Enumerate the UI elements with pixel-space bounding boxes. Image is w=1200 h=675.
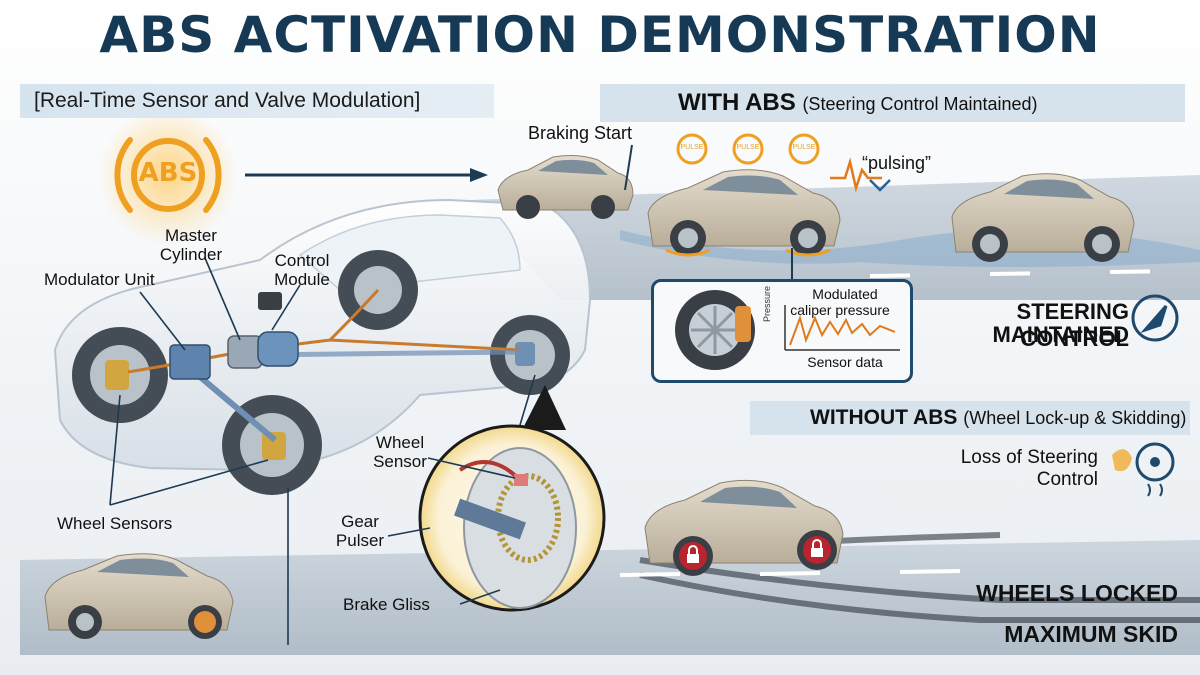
subtitle-left: [Real-Time Sensor and Valve Modulation] — [20, 84, 494, 118]
steering-result-1: STEERING CONTROL — [1016, 299, 1129, 351]
inset-wheel-front — [675, 290, 755, 370]
braking-start-leader — [624, 144, 633, 191]
car-bottom-left — [44, 553, 234, 639]
control-module-label-2: Module — [274, 270, 330, 289]
pulse-label-3: PULSE — [792, 144, 816, 151]
with-abs-label: WITH ABS — [678, 89, 796, 116]
abs-arrow-head — [470, 168, 488, 182]
abs-warning-icon — [114, 137, 222, 213]
inset-caption: Sensor data — [807, 354, 883, 370]
loss-steering-1: Loss of Steering — [960, 447, 1098, 468]
inset-title-1: Modulated — [812, 286, 878, 302]
loss-of-steering-icon — [1112, 442, 1175, 497]
wheel-sensor-label-2: Sensor — [373, 452, 427, 471]
car-skidding — [644, 479, 844, 576]
master-cylinder-label-2: Cylinder — [159, 245, 223, 264]
without-abs-heading: WITHOUT ABS (Wheel Lock-up & Skidding) — [750, 401, 1190, 435]
braking-start-label: Braking Start — [528, 123, 633, 143]
inset-axis-label: Pressure — [762, 285, 772, 322]
pulse-label-1: PULSE — [680, 144, 704, 151]
steering-maintained-icon — [1131, 294, 1179, 342]
pulsing-label: “pulsing” — [862, 153, 932, 173]
lower-road — [20, 540, 1200, 655]
pulse-label-2: PULSE — [736, 144, 760, 151]
main-car-cutaway — [53, 198, 592, 495]
gear-pulser-label-2: Pulser — [335, 531, 385, 550]
wheel-sensor-label-1: Wheel — [375, 433, 425, 452]
car-abs-steering — [951, 173, 1135, 262]
with-abs-sub: (Steering Control Maintained) — [802, 94, 1038, 114]
maximum-skid-label: MAXIMUM SKID — [1004, 621, 1178, 647]
pulse-icons — [676, 133, 820, 165]
without-abs-label: WITHOUT ABS — [810, 406, 958, 429]
pulse-wave — [830, 157, 882, 193]
upper-road-lane — [869, 269, 1181, 278]
wheels-locked-label: WHEELS LOCKED — [976, 580, 1178, 606]
abs-light-label: ABS — [138, 158, 198, 188]
brake-disc-label: Brake Gliss — [343, 595, 430, 614]
car-abs-pulsing — [647, 169, 841, 257]
sensor-detail — [454, 447, 577, 609]
steering-result-2: MAINTAINED — [992, 322, 1129, 347]
inset-leaders — [387, 457, 516, 605]
master-cylinder-label-1: Master — [165, 226, 217, 245]
control-module-label-1: Control — [274, 251, 330, 270]
modulator-unit-label: Modulator Unit — [44, 270, 155, 289]
page-title: ABS ACTIVATION DEMONSTRATION — [99, 6, 1101, 64]
loss-steering-2: Control — [1036, 469, 1098, 490]
inset-pointer — [522, 385, 566, 430]
gear-pulser-label-1: Gear — [341, 512, 379, 531]
wheel-sensors-label: Wheel Sensors — [57, 514, 173, 533]
pressure-curve — [789, 314, 896, 346]
inset-title-2: caliper pressure — [790, 302, 890, 318]
leader-lines — [109, 257, 536, 645]
pulse-wave-arrow — [869, 179, 891, 192]
car-braking-start — [497, 155, 634, 219]
lower-road-lane — [619, 569, 961, 577]
with-abs-heading: WITH ABS (Steering Control Maintained) — [600, 84, 1185, 122]
without-abs-sub: (Wheel Lock-up & Skidding) — [963, 408, 1187, 428]
